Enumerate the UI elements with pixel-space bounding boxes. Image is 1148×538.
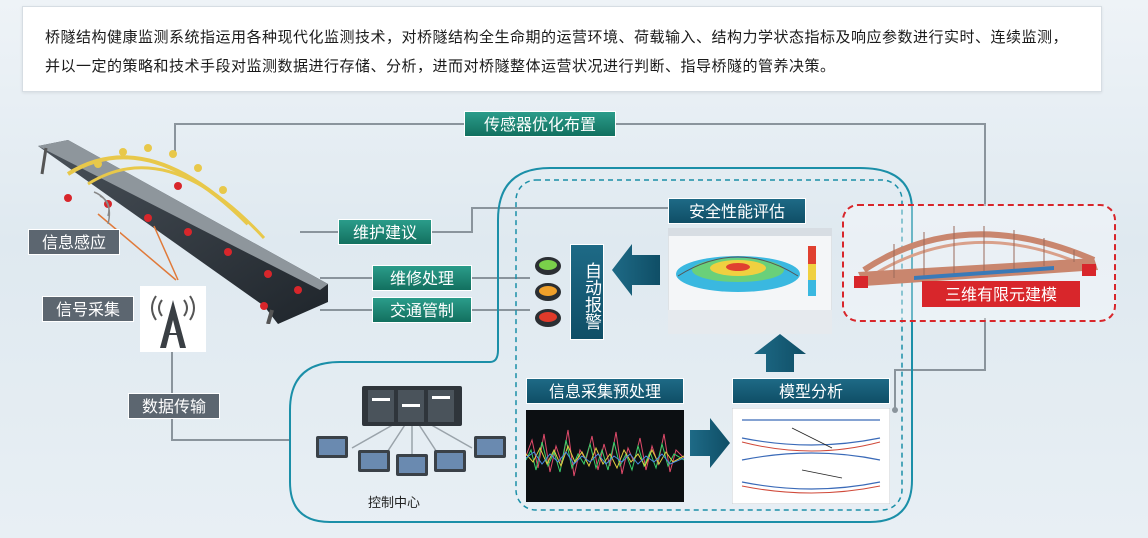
line-maintenance <box>300 207 668 233</box>
repair-label: 维修处理 <box>372 265 472 291</box>
auto-alarm-label: 自动报警 <box>570 244 604 340</box>
safety-eval-label: 安全性能评估 <box>668 198 806 224</box>
sensor-layout-label: 传感器优化布置 <box>464 111 616 137</box>
traffic-light-icon <box>535 257 561 327</box>
antenna-tower-icon <box>140 286 206 352</box>
model-analysis-label: 模型分析 <box>732 378 890 404</box>
fem-bridge-icon <box>854 226 1098 288</box>
outer-frame <box>289 167 913 523</box>
line-fem-model <box>894 318 986 410</box>
arrow-to-alarm <box>612 244 660 296</box>
fem-model-icon <box>668 228 832 334</box>
fem-modeling-label: 三维有限元建模 <box>922 281 1080 307</box>
deflection-chart-icon <box>732 408 890 504</box>
preprocess-label: 信息采集预处理 <box>526 378 684 404</box>
signal-collection-label: 信号采集 <box>42 296 134 322</box>
arrow-up-safety <box>754 334 806 372</box>
intro-paragraph: 桥隧结构健康监测系统指运用各种现代化监测技术，对桥隧结构全生命期的运营环境、荷载… <box>22 6 1102 92</box>
signal-waveform-icon <box>526 410 684 502</box>
data-transmission-label: 数据传输 <box>128 393 220 419</box>
maintenance-advice-label: 维护建议 <box>338 219 432 245</box>
line-data-transmission <box>171 352 290 441</box>
bridge-photo-icon <box>38 140 328 324</box>
server-network-icon <box>316 386 506 476</box>
info-sensing-label: 信息感应 <box>28 229 120 255</box>
traffic-control-label: 交通管制 <box>372 297 472 323</box>
arrow-to-model <box>690 418 730 468</box>
inner-dashed-frame <box>515 179 903 511</box>
control-center-caption: 控制中心 <box>368 496 421 511</box>
